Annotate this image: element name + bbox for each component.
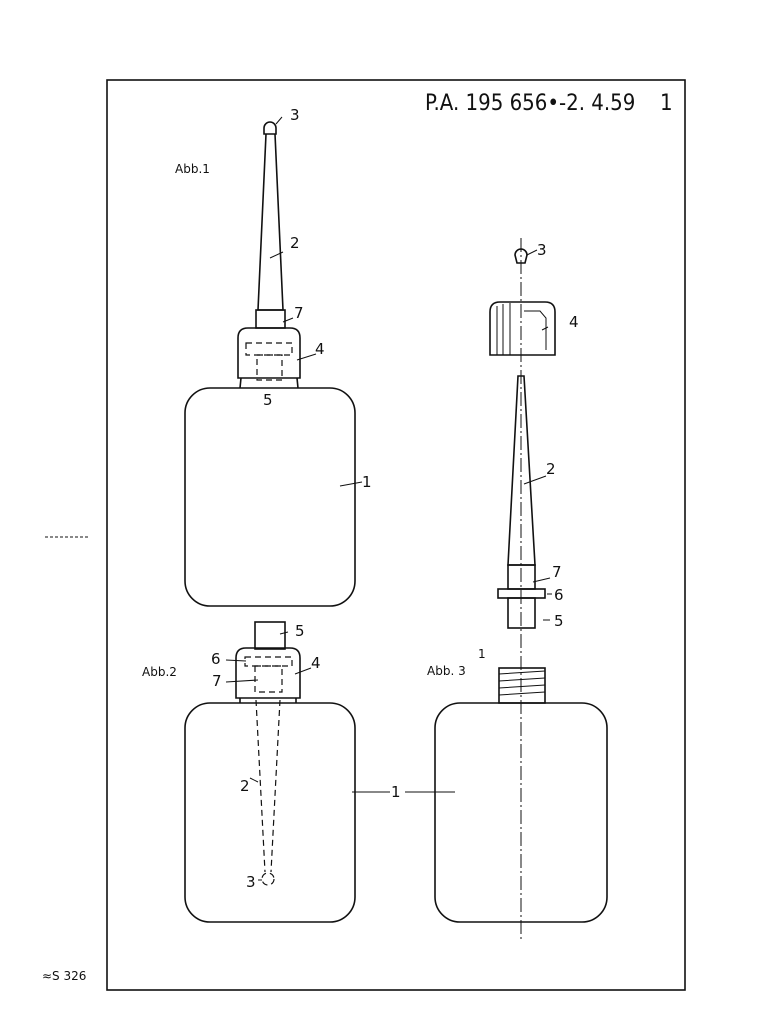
collar-7 bbox=[255, 309, 286, 329]
bottle-1 bbox=[184, 702, 356, 923]
footer-code: ≈S 326 bbox=[42, 969, 86, 983]
bottle-1 bbox=[184, 387, 356, 607]
label-5: 5 bbox=[263, 391, 273, 409]
plug-5 bbox=[507, 597, 536, 629]
bottle-1 bbox=[434, 702, 608, 923]
ring-hidden bbox=[245, 342, 293, 356]
label-4: 4 bbox=[569, 313, 579, 331]
figure-2: Abb.2 5 6 4 7 2 1 3 bbox=[142, 621, 401, 923]
bottle-thread bbox=[498, 667, 546, 704]
plug-hidden bbox=[256, 354, 283, 381]
figure-3: Abb. 3 3 4 2 7 6 5 1 bbox=[405, 238, 608, 940]
cap-4 bbox=[235, 647, 301, 699]
nozzle-hidden-2 bbox=[255, 699, 281, 873]
tip-cap-3 bbox=[263, 121, 277, 135]
figure-1: Abb.1 3 2 7 4 5 1 bbox=[175, 106, 372, 607]
figure-1-title: Abb.1 bbox=[175, 162, 210, 176]
tip-cap-3 bbox=[514, 248, 528, 264]
label-6: 6 bbox=[554, 586, 564, 604]
cap-4 bbox=[237, 327, 301, 379]
cap-4 bbox=[489, 301, 556, 356]
label-2: 2 bbox=[240, 777, 250, 795]
label-2: 2 bbox=[546, 460, 556, 478]
figure-3-title: Abb. 3 bbox=[427, 664, 466, 678]
label-5: 5 bbox=[295, 622, 305, 640]
label-7: 7 bbox=[552, 563, 562, 581]
label-7: 7 bbox=[212, 672, 222, 690]
label-3: 3 bbox=[246, 873, 256, 891]
label-4: 4 bbox=[315, 340, 325, 358]
figure-2-title: Abb.2 bbox=[142, 665, 177, 679]
label-2: 2 bbox=[290, 234, 300, 252]
label-6: 6 bbox=[211, 650, 221, 668]
label-5: 5 bbox=[554, 612, 564, 630]
label-7: 7 bbox=[294, 304, 304, 322]
label-4: 4 bbox=[311, 654, 321, 672]
tip-hidden-3 bbox=[261, 872, 275, 886]
label-1: 1 bbox=[478, 647, 486, 661]
label-1: 1 bbox=[391, 783, 401, 801]
label-3: 3 bbox=[537, 241, 547, 259]
nozzle-2 bbox=[257, 133, 284, 311]
label-3: 3 bbox=[290, 106, 300, 124]
patent-number: P.A. 195 656•-2. 4.59 bbox=[425, 91, 635, 116]
label-1: 1 bbox=[362, 473, 372, 491]
drawing-frame bbox=[106, 79, 686, 991]
sheet-mark: 1 bbox=[660, 91, 673, 116]
plug-5 bbox=[254, 621, 286, 650]
